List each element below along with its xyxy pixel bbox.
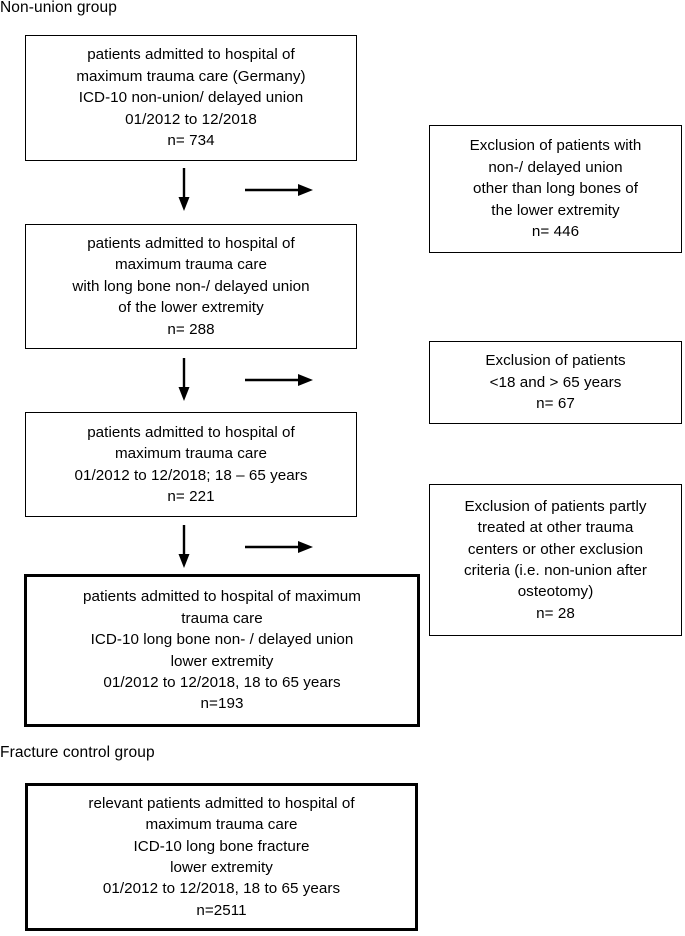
box-line: ICD-10 long bone non- / delayed union	[90, 631, 354, 649]
box-nonunion-age: patients admitted to hospital of maximum…	[25, 412, 357, 517]
right-arrow-2	[245, 374, 313, 386]
box-line: 01/2012 to 12/2018	[125, 110, 257, 128]
box-count: n=2511	[196, 901, 247, 919]
box-nonunion-all: patients admitted to hospital of maximum…	[25, 35, 357, 161]
box-line: 01/2012 to 12/2018; 18 – 65 years	[74, 466, 308, 484]
box-line: the lower extremity	[491, 201, 620, 219]
box-line: patients admitted to hospital of	[87, 234, 295, 252]
box-line: centers or other exclusion	[467, 540, 644, 558]
box-exclusion-1: Exclusion of patients with non-/ delayed…	[429, 125, 682, 253]
down-arrow-2	[178, 358, 190, 401]
box-nonunion-longbone: patients admitted to hospital of maximum…	[25, 224, 357, 349]
box-line: 01/2012 to 12/2018, 18 to 65 years	[103, 673, 341, 691]
box-line: patients admitted to hospital of	[87, 46, 295, 64]
box-line: lower extremity	[170, 652, 274, 670]
box-line: maximum trauma care	[145, 816, 298, 834]
box-line: ICD-10 long bone fracture	[133, 837, 310, 855]
box-count: n=193	[200, 695, 244, 713]
box-exclusion-3: Exclusion of patients partly treated at …	[429, 484, 682, 636]
box-line: patients admitted to hospital of maximum	[82, 588, 362, 606]
box-line: Exclusion of patients partly	[464, 497, 647, 515]
right-arrow-3	[245, 541, 313, 553]
box-line: ICD-10 non-union/ delayed union	[78, 89, 304, 107]
box-line: with long bone non-/ delayed union	[72, 277, 310, 295]
down-arrow-3	[178, 525, 190, 568]
down-arrow-1	[178, 168, 190, 211]
box-line: other than long bones of	[472, 180, 638, 198]
box-count: n= 734	[167, 132, 215, 150]
box-count: n= 221	[167, 487, 215, 505]
box-count: n= 288	[167, 320, 215, 338]
box-exclusion-2: Exclusion of patients <18 and > 65 years…	[429, 341, 682, 424]
box-line: lower extremity	[170, 859, 273, 876]
box-count: n= 446	[531, 223, 580, 241]
box-line: relevant patients admitted to hospital o…	[88, 794, 355, 812]
box-count: n= 28	[536, 604, 575, 622]
box-line: patients admitted to hospital of	[87, 423, 295, 441]
box-line: treated at other trauma	[477, 519, 634, 537]
box-line: osteotomy)	[517, 583, 594, 601]
box-line: maximum trauma care (Germany)	[76, 67, 306, 85]
box-line: of the lower extremity	[118, 299, 264, 317]
box-line: trauma care	[181, 609, 263, 627]
box-line: Exclusion of patients	[485, 352, 626, 370]
box-line: maximum trauma care	[114, 256, 268, 274]
box-line: Exclusion of patients with	[469, 137, 642, 155]
box-line: non-/ delayed union	[488, 158, 623, 176]
box-line: 01/2012 to 12/2018, 18 to 65 years	[102, 880, 341, 898]
box-line: maximum trauma care	[114, 445, 268, 463]
box-nonunion-final: patients admitted to hospital of maximum…	[24, 574, 420, 727]
box-line: criteria (i.e. non-union after	[464, 562, 647, 579]
box-line: <18 and > 65 years	[489, 373, 622, 391]
fracture-control-group-label: Fracture control group	[0, 744, 155, 761]
box-control-final: relevant patients admitted to hospital o…	[25, 783, 418, 931]
right-arrow-1	[245, 184, 313, 196]
box-count: n= 67	[536, 395, 575, 413]
nonunion-group-label: Non-union group	[0, 0, 117, 16]
